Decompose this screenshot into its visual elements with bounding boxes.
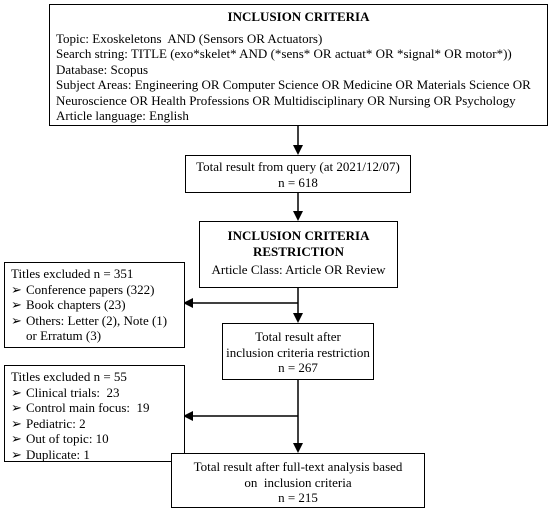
final-result-text-1: Total result after full-text analysis ba… xyxy=(193,459,403,474)
query-result-box: Total result from query (at 2021/12/07) … xyxy=(185,155,411,193)
excluded-2-title: Titles excluded n = 55 xyxy=(11,369,127,384)
restriction-title-1: INCLUSION CRITERIA xyxy=(227,228,370,243)
bullet-arrow-icon: ➢ xyxy=(11,400,22,415)
list-item: ➢Conference papers (322) xyxy=(11,281,155,297)
query-result-count: n = 618 xyxy=(278,174,318,190)
criteria-language: Article language: English xyxy=(56,108,189,123)
criteria-subject-areas: Subject Areas: Engineering OR Computer S… xyxy=(56,77,531,108)
list-item: ➢Out of topic: 10 xyxy=(11,431,109,446)
bullet-arrow-icon: ➢ xyxy=(11,431,22,446)
inclusion-criteria-title: INCLUSION CRITERIA xyxy=(227,9,370,24)
final-result-box: Total result after full-text analysis ba… xyxy=(171,453,425,508)
list-item: ➢Control main focus: 19 xyxy=(11,400,150,415)
after-restriction-count: n = 267 xyxy=(278,360,318,375)
bullet-arrow-icon: ➢ xyxy=(11,281,22,297)
excluded-1-title: Titles excluded n = 351 xyxy=(11,266,134,281)
bullet-arrow-icon: ➢ xyxy=(11,415,22,431)
bullet-arrow-icon: ➢ xyxy=(11,297,22,312)
bullet-arrow-icon: ➢ xyxy=(11,312,22,328)
final-result-text-2: on inclusion criteria xyxy=(244,474,352,490)
query-result-text: Total result from query (at 2021/12/07) xyxy=(196,159,400,174)
bullet-arrow-icon: ➢ xyxy=(11,446,22,462)
bullet-arrow-icon: ➢ xyxy=(11,384,22,400)
after-restriction-text-1: Total result after xyxy=(255,329,341,344)
list-item: ➢Book chapters (23) xyxy=(11,297,126,312)
excluded-box-1: Titles excluded n = 351 ➢Conference pape… xyxy=(4,262,185,348)
after-restriction-box: Total result after inclusion criteria re… xyxy=(222,323,374,380)
restriction-title-2: RESTRICTION xyxy=(252,243,345,259)
restriction-box: INCLUSION CRITERIA RESTRICTION Article C… xyxy=(199,221,398,288)
list-item: ➢Duplicate: 1 xyxy=(11,446,90,462)
list-item: ➢Clinical trials: 23 xyxy=(11,384,120,400)
after-restriction-text-2: inclusion criteria restriction xyxy=(226,344,370,360)
criteria-search-string: Search string: TITLE (exo*skelet* AND (*… xyxy=(56,46,512,61)
list-item: ➢Others: Letter (2), Note (1) or Erratum… xyxy=(11,312,168,344)
restriction-article-class: Article Class: Article OR Review xyxy=(211,262,386,277)
criteria-database: Database: Scopus xyxy=(56,61,149,77)
final-result-count: n = 215 xyxy=(278,490,318,505)
criteria-topic: Topic: Exoskeletons AND (Sensors OR Actu… xyxy=(56,30,323,46)
list-item: ➢Pediatric: 2 xyxy=(11,415,86,431)
inclusion-criteria-box: INCLUSION CRITERIA Topic: Exoskeletons A… xyxy=(49,4,548,126)
excluded-box-2: Titles excluded n = 55 ➢Clinical trials:… xyxy=(4,365,185,462)
